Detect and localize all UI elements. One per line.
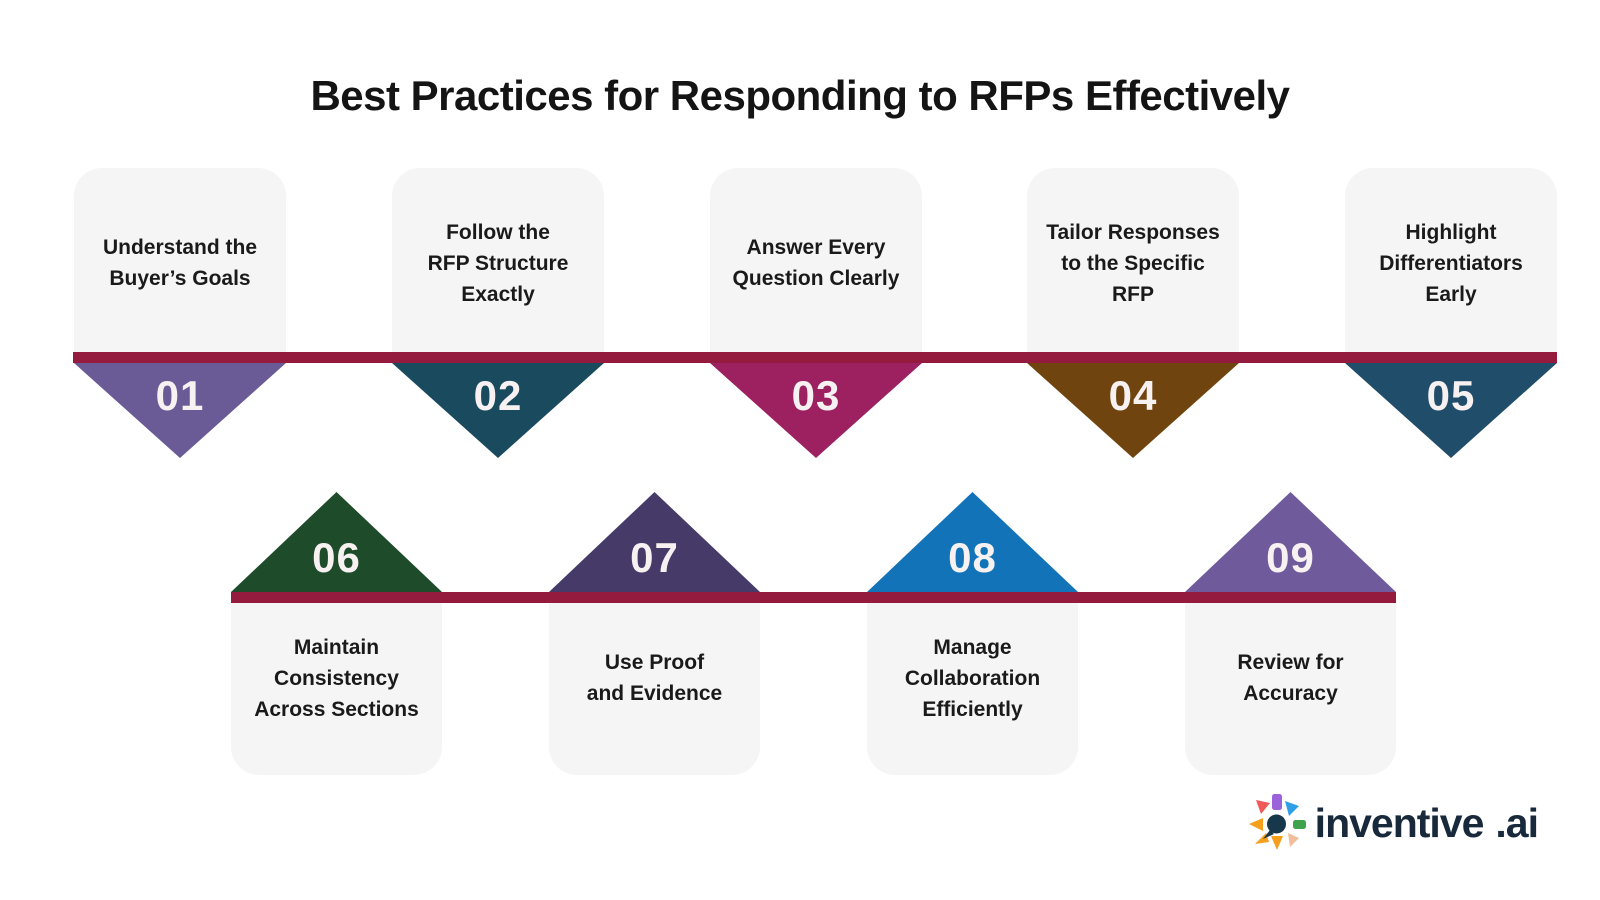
step-01: Understand the Buyer’s Goals 01 xyxy=(74,168,286,458)
step-06-card: Maintain Consistency Across Sections xyxy=(231,603,442,775)
step-04-number: 04 xyxy=(1108,372,1158,419)
step-07-marker: 07 xyxy=(549,492,760,592)
step-09-marker: 09 xyxy=(1185,492,1396,592)
logo-suffix-text: .ai xyxy=(1495,799,1539,846)
step-02-marker: 02 xyxy=(392,363,604,458)
step-04-marker: 04 xyxy=(1027,363,1239,458)
step-03-card: Answer Every Question Clearly xyxy=(710,168,922,352)
step-05-marker: 05 xyxy=(1345,363,1557,458)
step-05-number: 05 xyxy=(1426,372,1476,419)
step-06-marker: 06 xyxy=(231,492,442,592)
step-08-marker: 08 xyxy=(867,492,1078,592)
step-06: 06 Maintain Consistency Across Sections xyxy=(231,492,442,775)
step-02-label: Follow the RFP Structure Exactly xyxy=(427,220,569,306)
step-09-number: 09 xyxy=(1266,534,1315,581)
step-04-label: Tailor Responses to the Specific RFP xyxy=(1046,220,1220,306)
step-09: 09 Review for Accuracy xyxy=(1185,492,1396,775)
step-05-card: Highlight Differentiators Early xyxy=(1345,168,1557,352)
step-08-card: Manage Collaboration Efficiently xyxy=(867,603,1078,775)
inventive-logo: inventive .ai xyxy=(1245,791,1539,855)
step-01-label: Understand the Buyer’s Goals xyxy=(102,236,257,290)
step-04: Tailor Responses to the Specific RFP 04 xyxy=(1027,168,1239,458)
step-07-card: Use Proof and Evidence xyxy=(549,603,760,775)
step-09-card: Review for Accuracy xyxy=(1185,603,1396,775)
page-title: Best Practices for Responding to RFPs Ef… xyxy=(310,72,1290,119)
step-03-number: 03 xyxy=(791,372,841,419)
step-07-label: Use Proof and Evidence xyxy=(586,651,723,705)
timeline-bar-top xyxy=(73,352,1557,363)
step-02-card: Follow the RFP Structure Exactly xyxy=(392,168,604,352)
step-05-label: Highlight Differentiators Early xyxy=(1379,220,1523,306)
step-03-marker: 03 xyxy=(710,363,922,458)
step-01-card: Understand the Buyer’s Goals xyxy=(74,168,286,352)
step-01-number: 01 xyxy=(155,372,205,419)
step-02: Follow the RFP Structure Exactly 02 xyxy=(392,168,604,458)
step-07-number: 07 xyxy=(630,534,679,581)
step-01-marker: 01 xyxy=(74,363,286,458)
step-05: Highlight Differentiators Early 05 xyxy=(1345,168,1557,458)
step-04-card: Tailor Responses to the Specific RFP xyxy=(1027,168,1239,352)
logo-name-text: inventive xyxy=(1314,799,1485,846)
timeline-bar-bottom xyxy=(231,592,1396,603)
step-09-label: Review for Accuracy xyxy=(1237,651,1344,705)
step-08-label: Manage Collaboration Efficiently xyxy=(904,635,1041,721)
step-08: 08 Manage Collaboration Efficiently xyxy=(867,492,1078,775)
step-06-number: 06 xyxy=(312,534,361,581)
step-03-label: Answer Every Question Clearly xyxy=(732,236,900,290)
step-06-label: Maintain Consistency Across Sections xyxy=(254,635,419,721)
inventive-starburst-icon xyxy=(1248,794,1306,850)
step-03: Answer Every Question Clearly 03 xyxy=(710,168,922,458)
step-08-number: 08 xyxy=(948,534,997,581)
step-02-number: 02 xyxy=(473,372,523,419)
step-07: 07 Use Proof and Evidence xyxy=(549,492,760,775)
